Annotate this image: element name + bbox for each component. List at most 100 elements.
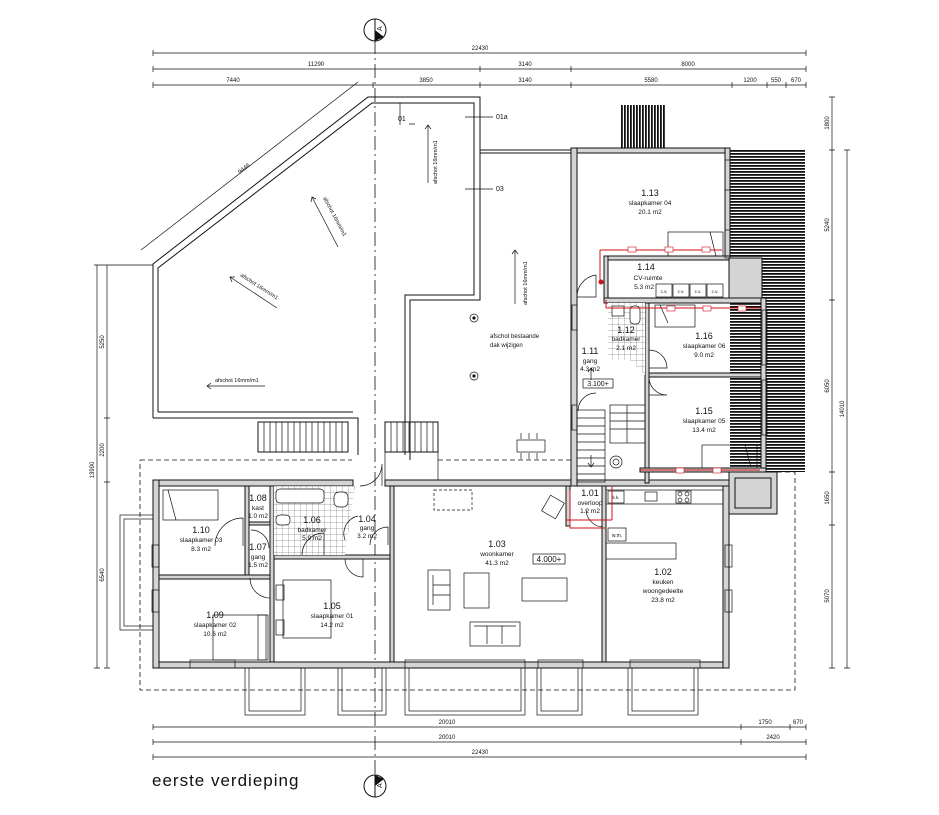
sink-icon [611,305,625,317]
svg-text:3140: 3140 [518,78,532,84]
drawing-title: eerste verdieping [152,771,299,790]
svg-text:2200: 2200 [100,443,106,457]
svg-text:gang: gang [251,554,266,561]
svg-text:1.05: 1.05 [323,601,341,611]
svg-text:afschot 16mm/m1: afschot 16mm/m1 [321,196,347,237]
svg-text:5.3 m2: 5.3 m2 [634,284,654,291]
svg-text:41.3 m2: 41.3 m2 [485,560,509,567]
svg-text:9.0 m2: 9.0 m2 [694,352,714,359]
svg-text:13990: 13990 [90,461,96,478]
svg-text:8000: 8000 [681,62,695,68]
svg-text:woongedeelte: woongedeelte [642,588,684,595]
stove-icon [675,490,692,504]
bed-icon [162,489,219,521]
svg-text:5.9 m2: 5.9 m2 [302,535,322,542]
svg-text:5580: 5580 [644,78,658,84]
svg-text:c.v.: c.v. [678,289,685,294]
svg-text:10.6 m2: 10.6 m2 [203,631,227,638]
dimensions-right: 1800 5240 6050 1650 5070 14010 [825,96,850,669]
hood-outline [433,489,473,511]
svg-text:20010: 20010 [439,720,456,726]
svg-text:550: 550 [771,78,782,84]
section-marker-top: A [363,18,387,42]
diagonal-dimension [140,81,359,251]
svg-text:1.14: 1.14 [637,262,655,272]
roof-note: dak wijzigen [490,343,523,349]
svg-text:23.8 m2: 23.8 m2 [651,597,675,604]
slope-arrow-3: afschot 16mm/m1 [229,273,279,309]
fixtures [162,231,758,661]
svg-text:1.15: 1.15 [695,406,713,416]
svg-text:1.11: 1.11 [582,346,599,356]
svg-text:5240: 5240 [825,218,831,232]
svg-text:k.k.: k.k. [612,495,619,500]
bed-icon [282,579,332,639]
svg-text:11290: 11290 [308,62,325,68]
svg-text:CV-ruimte: CV-ruimte [634,275,663,282]
svg-text:1.13: 1.13 [641,188,659,198]
svg-text:20010: 20010 [439,735,456,741]
table-icon [463,572,490,609]
toilet-icon [275,514,291,526]
sofa-icon [427,569,451,611]
svg-text:22430: 22430 [472,750,489,756]
svg-text:keuken: keuken [653,579,674,586]
svg-text:2.1 m2: 2.1 m2 [616,345,636,352]
svg-text:1.06: 1.06 [303,515,321,525]
kk-appliance: k.k. [607,490,625,504]
bathtub-icon [275,488,325,504]
svg-text:8.3 m2: 8.3 m2 [191,546,211,553]
svg-text:1.2 m2: 1.2 m2 [580,508,600,515]
bed-icon [654,304,696,328]
svg-text:1750: 1750 [758,720,772,726]
svg-text:c.v.: c.v. [661,289,668,294]
slope-arrow-2: afschot 16mm/m1 [310,196,347,248]
bed-icon [212,614,269,661]
cv-units: c.v. c.v. c.v. c.v. [655,283,724,298]
roof-label-03: 03 [496,186,504,193]
svg-text:slaapkamer 04: slaapkamer 04 [629,200,672,207]
svg-text:1800: 1800 [825,116,831,130]
svg-text:6050: 6050 [825,379,831,393]
svg-text:5070: 5070 [825,589,831,603]
bed-icon [667,231,724,257]
svg-text:22430: 22430 [472,46,489,52]
svg-text:c.v.: c.v. [712,289,719,294]
svg-text:c.v.: c.v. [695,289,702,294]
roof-label-01: 01 [398,116,406,123]
roof-stair-left [257,421,349,453]
svg-text:slaapkamer 01: slaapkamer 01 [311,613,354,620]
svg-text:13.4 m2: 13.4 m2 [692,427,716,434]
slope-arrow-1: afschot 16mm/m1 [424,124,439,184]
kitchen-counter [605,489,724,505]
room-1-03: 1.03 woonkamer 41.3 m2 [479,539,514,567]
dimensions-bottom: 20010 1750 670 20010 2420 22430 [152,720,807,760]
svg-text:4.000+: 4.000+ [537,555,562,564]
walls [152,147,778,669]
svg-text:3140: 3140 [518,62,532,68]
room-1-15: 1.15 slaapkamer 05 13.4 m2 [683,406,726,434]
chimney-hatch [620,105,665,150]
svg-text:slaapkamer 03: slaapkamer 03 [180,537,223,544]
svg-text:670: 670 [791,78,802,84]
svg-text:1.16: 1.16 [695,331,713,341]
svg-text:woonkamer: woonkamer [479,551,514,558]
svg-text:1.0 m2: 1.0 m2 [248,513,268,520]
svg-text:slaapkamer 05: slaapkamer 05 [683,418,726,425]
svg-text:afschot 16mm/m1: afschot 16mm/m1 [523,261,529,305]
roof-label-01a: 01a [496,114,508,121]
interior-stair [576,367,646,483]
svg-text:4.3 m2: 4.3 m2 [580,366,600,373]
svg-text:9446: 9446 [237,162,252,175]
svg-text:badkamer: badkamer [298,527,328,534]
svg-text:3.2 m2: 3.2 m2 [357,533,377,540]
roof-drain-icon [469,313,479,323]
svg-text:670: 670 [793,720,804,726]
svg-text:1.03: 1.03 [488,539,506,549]
